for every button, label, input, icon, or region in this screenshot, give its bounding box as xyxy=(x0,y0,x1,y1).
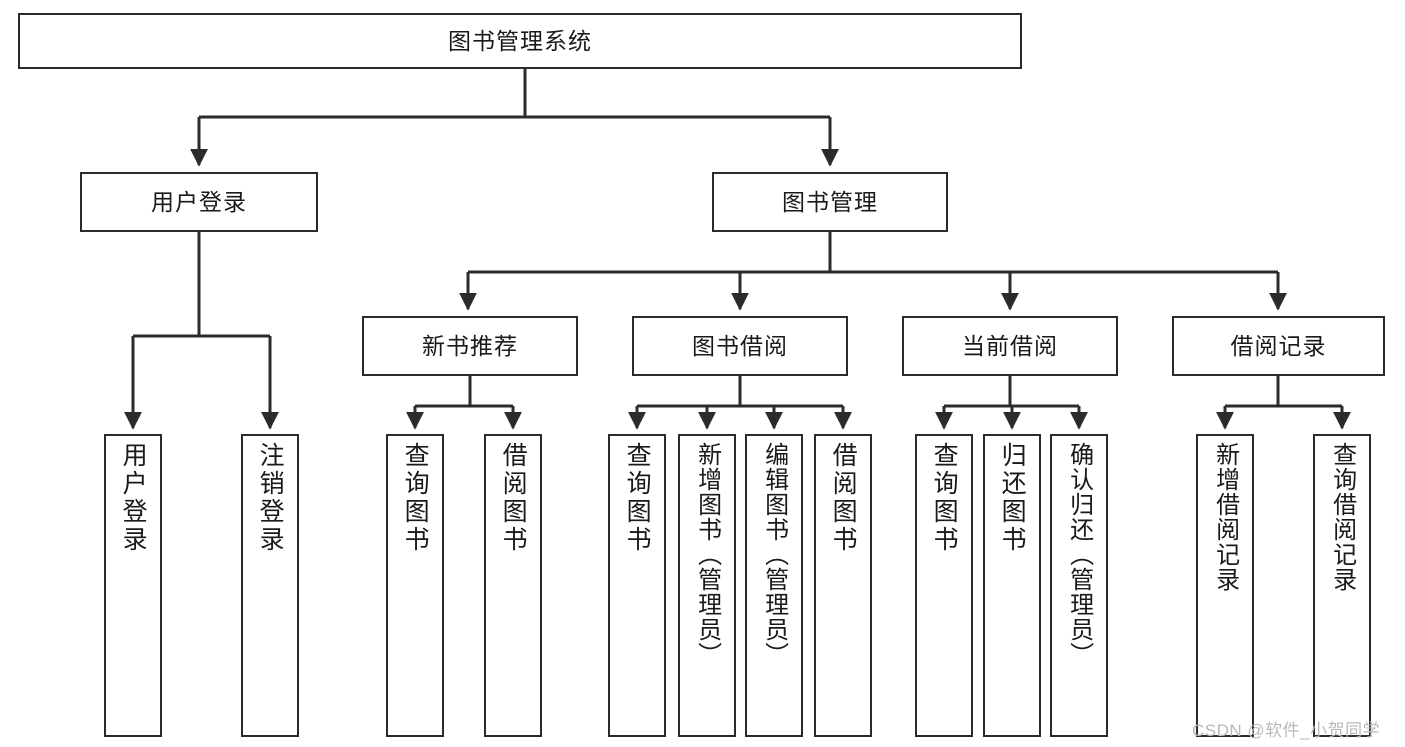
leaf-query-book-current-label: 查询图书 xyxy=(930,442,959,554)
leaf-query-book-borrow[interactable]: 查询图书 xyxy=(608,434,666,737)
leaf-return-book-label: 归还图书 xyxy=(998,442,1027,554)
leaf-logout-label: 注销登录 xyxy=(256,442,285,554)
leaf-query-book-current[interactable]: 查询图书 xyxy=(915,434,973,737)
leaf-borrow-book[interactable]: 借阅图书 xyxy=(814,434,872,737)
leaf-confirm-return-admin-label: 确认归还（管理员） xyxy=(1065,442,1093,667)
node-book-management-label: 图书管理 xyxy=(782,188,878,215)
leaf-add-borrow-record[interactable]: 新增借阅记录 xyxy=(1196,434,1254,737)
leaf-add-book-admin[interactable]: 新增图书（管理员） xyxy=(678,434,736,737)
leaf-query-book-recommend-label: 查询图书 xyxy=(401,442,430,554)
leaf-confirm-return-admin[interactable]: 确认归还（管理员） xyxy=(1050,434,1108,737)
leaf-borrow-book-recommend-label: 借阅图书 xyxy=(499,442,528,554)
leaf-borrow-book-recommend[interactable]: 借阅图书 xyxy=(484,434,542,737)
leaf-add-book-admin-label: 新增图书（管理员） xyxy=(693,442,721,667)
node-book-borrow-label: 图书借阅 xyxy=(692,332,788,359)
node-borrow-record[interactable]: 借阅记录 xyxy=(1172,316,1385,376)
node-new-book-recommend[interactable]: 新书推荐 xyxy=(362,316,578,376)
leaf-logout[interactable]: 注销登录 xyxy=(241,434,299,737)
leaf-add-borrow-record-label: 新增借阅记录 xyxy=(1211,442,1239,592)
node-borrow-record-label: 借阅记录 xyxy=(1230,332,1327,359)
node-current-borrow-label: 当前借阅 xyxy=(962,332,1058,359)
leaf-query-book-recommend[interactable]: 查询图书 xyxy=(386,434,444,737)
csdn-watermark: CSDN @软件_小贺同学 xyxy=(1192,721,1381,740)
node-root[interactable]: 图书管理系统 xyxy=(18,13,1022,69)
node-book-borrow[interactable]: 图书借阅 xyxy=(632,316,848,376)
node-root-label: 图书管理系统 xyxy=(448,27,592,54)
leaf-query-borrow-record[interactable]: 查询借阅记录 xyxy=(1313,434,1371,737)
leaf-borrow-book-label: 借阅图书 xyxy=(829,442,858,554)
node-book-management[interactable]: 图书管理 xyxy=(712,172,948,232)
leaf-user-login[interactable]: 用户登录 xyxy=(104,434,162,737)
leaf-edit-book-admin-label: 编辑图书（管理员） xyxy=(760,442,788,667)
leaf-return-book[interactable]: 归还图书 xyxy=(983,434,1041,737)
node-current-borrow[interactable]: 当前借阅 xyxy=(902,316,1118,376)
leaf-user-login-label: 用户登录 xyxy=(119,442,148,554)
leaf-query-book-borrow-label: 查询图书 xyxy=(623,442,652,554)
leaf-edit-book-admin[interactable]: 编辑图书（管理员） xyxy=(745,434,803,737)
node-user-login-label: 用户登录 xyxy=(151,188,247,215)
leaf-query-borrow-record-label: 查询借阅记录 xyxy=(1328,442,1356,592)
node-new-book-recommend-label: 新书推荐 xyxy=(422,332,518,359)
node-user-login[interactable]: 用户登录 xyxy=(80,172,318,232)
